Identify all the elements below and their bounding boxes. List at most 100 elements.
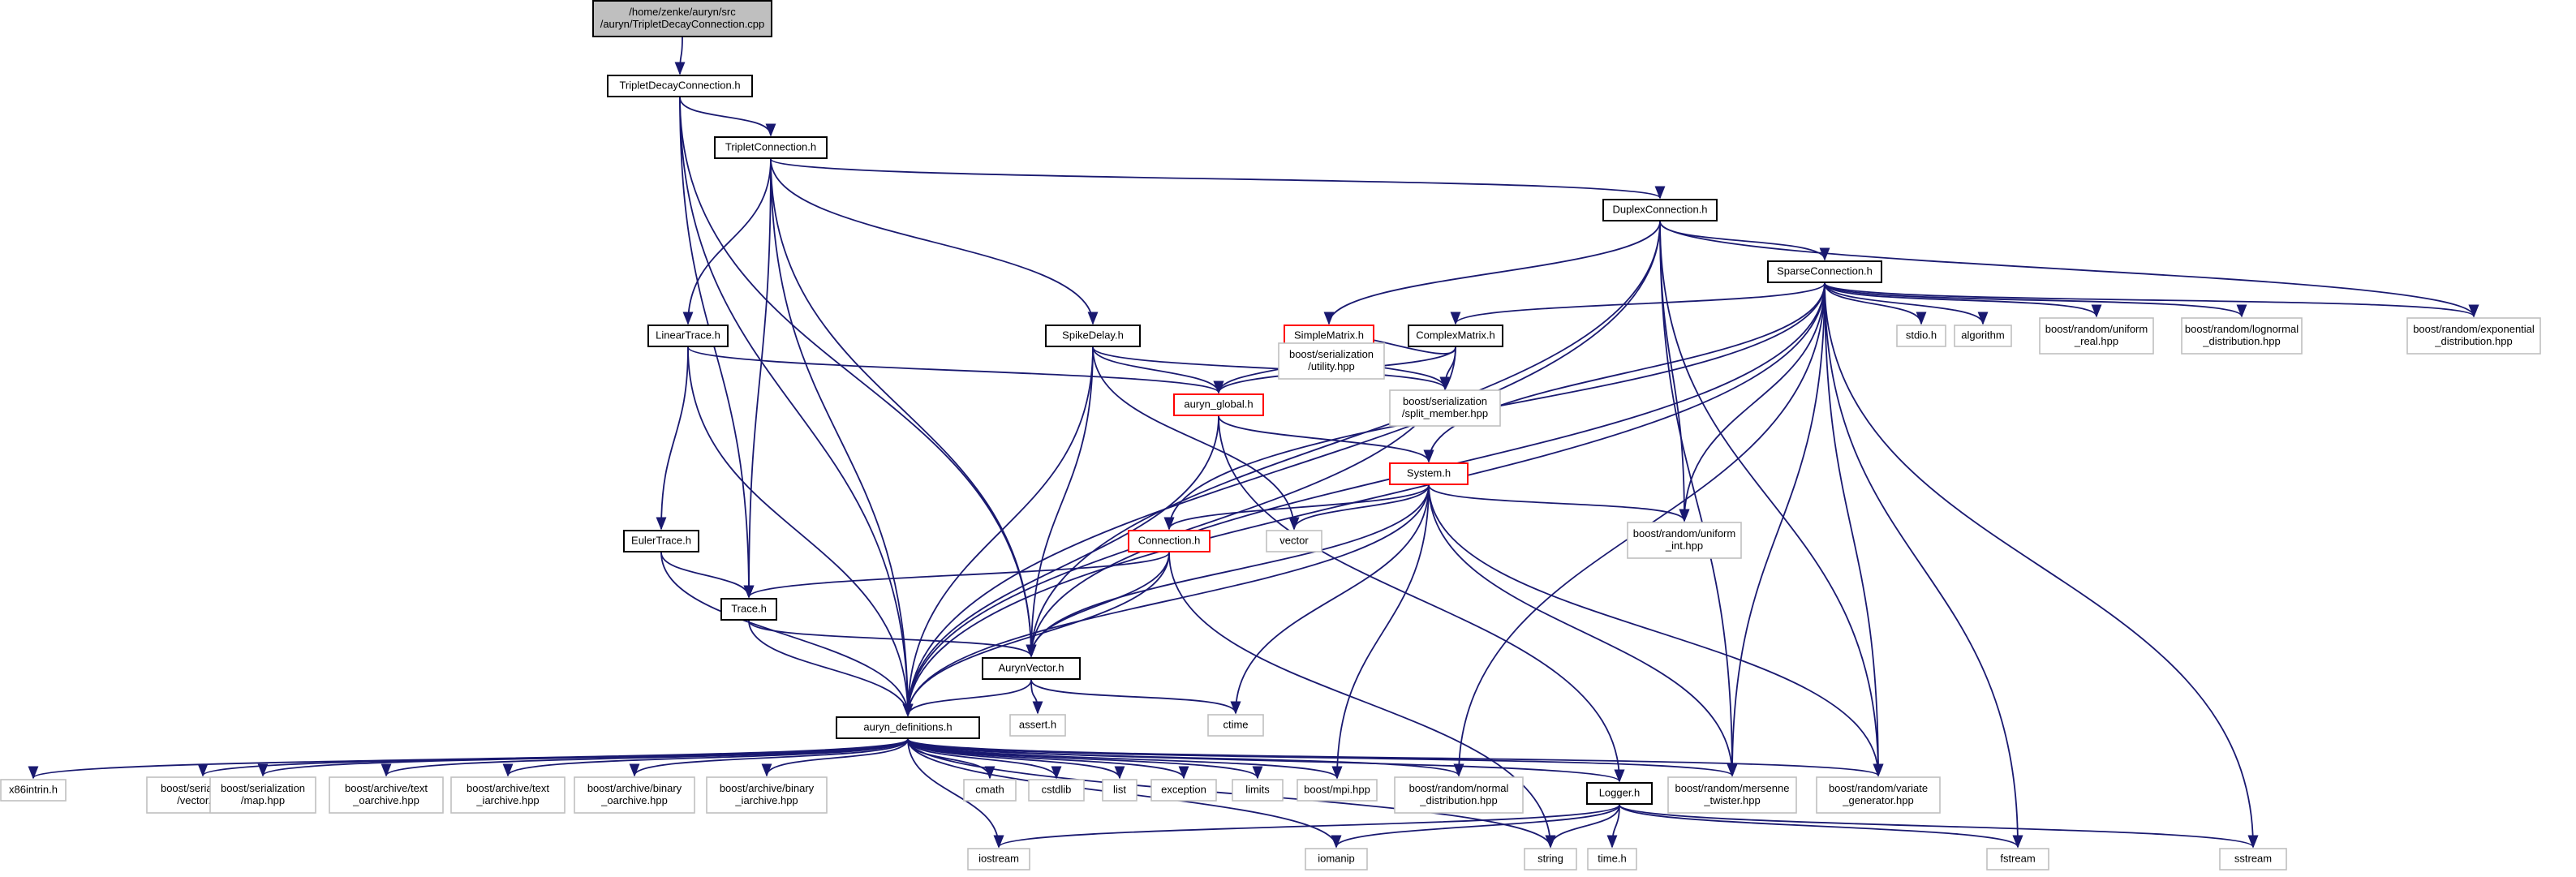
node-fstream: fstream xyxy=(1986,848,2049,871)
node-list: list xyxy=(1102,779,1137,802)
node-box xyxy=(1045,325,1141,347)
node-et[interactable]: EulerTrace.h xyxy=(623,530,699,552)
node-dc[interactable]: DuplexConnection.h xyxy=(1602,199,1718,221)
edge-ad-to-bato xyxy=(381,738,909,777)
node-label: _distribution.hpp xyxy=(2202,335,2280,347)
node-label: SpikeDelay.h xyxy=(1062,329,1124,342)
node-box xyxy=(1305,848,1368,871)
node-label: _iarchive.hpp xyxy=(734,794,798,806)
node-tc[interactable]: TripletConnection.h xyxy=(714,136,828,159)
edge-ad-to-list xyxy=(907,738,1125,780)
node-label: /auryn/TripletDecayConnection.cpp xyxy=(600,18,765,30)
node-sd[interactable]: SpikeDelay.h xyxy=(1045,325,1141,347)
edge-line xyxy=(674,37,686,75)
node-label: /split_member.hpp xyxy=(1402,407,1488,419)
edge-line xyxy=(1428,484,1884,777)
node-sys[interactable]: System.h xyxy=(1389,462,1469,485)
node-label: Trace.h xyxy=(731,603,767,615)
edge-line xyxy=(1824,282,2247,318)
edge-line xyxy=(1659,221,1884,777)
edge-sc-to-sstream xyxy=(1824,282,2259,849)
node-label: ctime xyxy=(1223,719,1248,731)
node-box xyxy=(1767,260,1882,283)
node-label: _iarchive.hpp xyxy=(475,794,539,806)
node-box xyxy=(647,325,729,347)
edge-line xyxy=(1218,415,1625,783)
node-ag[interactable]: auryn_global.h xyxy=(1173,393,1264,416)
node-box xyxy=(1389,389,1501,427)
edge-line xyxy=(1230,484,1430,715)
node-label: limits xyxy=(1245,784,1270,796)
node-vec: vector xyxy=(1266,530,1322,552)
node-ad[interactable]: auryn_definitions.h xyxy=(836,716,980,739)
node-box xyxy=(1389,462,1469,485)
edge-dc-to-av xyxy=(1026,221,1661,658)
edge-line xyxy=(679,97,776,137)
edge-sc-to-bexp xyxy=(1824,282,2479,318)
edge-logger-to-string xyxy=(1545,804,1620,849)
edge-line xyxy=(1092,346,1224,394)
node-cstdlib: cstdlib xyxy=(1028,779,1085,802)
edge-conn-to-ad xyxy=(902,552,1170,717)
edge-line xyxy=(1092,346,1451,390)
edges-layer xyxy=(28,37,2479,849)
edge-line xyxy=(656,346,689,531)
node-box xyxy=(1954,325,2012,347)
node-label: boost/random/exponential xyxy=(2413,323,2535,335)
node-box xyxy=(1232,779,1284,802)
node-cm[interactable]: ComplexMatrix.h xyxy=(1408,325,1503,347)
edge-av-to-assert xyxy=(1030,679,1043,715)
edge-dc-to-sc xyxy=(1659,221,1830,261)
node-mpi: boost/mpi.hpp xyxy=(1297,779,1378,802)
node-tr[interactable]: Trace.h xyxy=(720,598,777,621)
node-label: _distribution.hpp xyxy=(1419,794,1497,806)
edge-line xyxy=(743,552,1170,599)
edge-line xyxy=(1092,346,1300,531)
node-logger[interactable]: Logger.h xyxy=(1586,782,1653,805)
edge-conn-to-av xyxy=(1026,552,1170,658)
node-sc[interactable]: SparseConnection.h xyxy=(1767,260,1882,283)
edge-line xyxy=(257,738,909,777)
edge-av-to-ad xyxy=(902,679,1032,717)
node-box xyxy=(1394,776,1524,814)
edge-line xyxy=(1619,804,2259,849)
edge-line xyxy=(629,738,909,777)
edge-line xyxy=(1026,552,1170,658)
edge-ad-to-babi xyxy=(761,738,909,777)
edge-line xyxy=(1428,484,1738,777)
node-label: _twister.hpp xyxy=(1703,794,1760,806)
node-box xyxy=(2181,317,2303,355)
edge-logger-to-iomanip xyxy=(1331,804,1620,849)
edge-et-to-ad xyxy=(660,552,914,717)
node-box xyxy=(1266,530,1322,552)
edge-ad-to-exc xyxy=(907,738,1189,780)
node-root[interactable]: /home/zenke/auryn/src/auryn/TripletDecay… xyxy=(592,0,772,37)
edge-line xyxy=(761,738,909,777)
edge-line xyxy=(1323,221,1661,325)
node-av[interactable]: AurynVector.h xyxy=(982,657,1081,680)
edge-line xyxy=(1218,415,1434,463)
node-label: cstdlib xyxy=(1042,784,1072,796)
node-box xyxy=(2219,848,2287,871)
edge-line xyxy=(197,738,909,777)
node-conn[interactable]: Connection.h xyxy=(1128,530,1211,552)
node-label: boost/archive/binary xyxy=(587,782,682,794)
node-box xyxy=(1602,199,1718,221)
node-label: boost/archive/binary xyxy=(720,782,815,794)
edge-dc-to-bexp xyxy=(1659,221,2479,318)
node-box xyxy=(2406,317,2541,355)
node-assert: assert.h xyxy=(1009,714,1066,737)
edge-line xyxy=(1659,221,1738,777)
edge-line xyxy=(687,346,1224,394)
edge-line xyxy=(1727,282,1826,777)
node-lt[interactable]: LinearTrace.h xyxy=(647,325,729,347)
node-box xyxy=(1986,848,2049,871)
node-tdc[interactable]: TripletDecayConnection.h xyxy=(607,75,753,97)
node-label: boost/serialization xyxy=(221,782,305,794)
edge-ad-to-bsmap xyxy=(257,738,909,777)
node-sm[interactable]: SimpleMatrix.h xyxy=(1284,325,1374,347)
node-bnd: boost/random/normal_distribution.hpp xyxy=(1394,776,1524,814)
edge-lt-to-et xyxy=(656,346,689,531)
nodes-layer: /home/zenke/auryn/src/auryn/TripletDecay… xyxy=(0,0,2541,871)
node-label: DuplexConnection.h xyxy=(1612,204,1707,216)
